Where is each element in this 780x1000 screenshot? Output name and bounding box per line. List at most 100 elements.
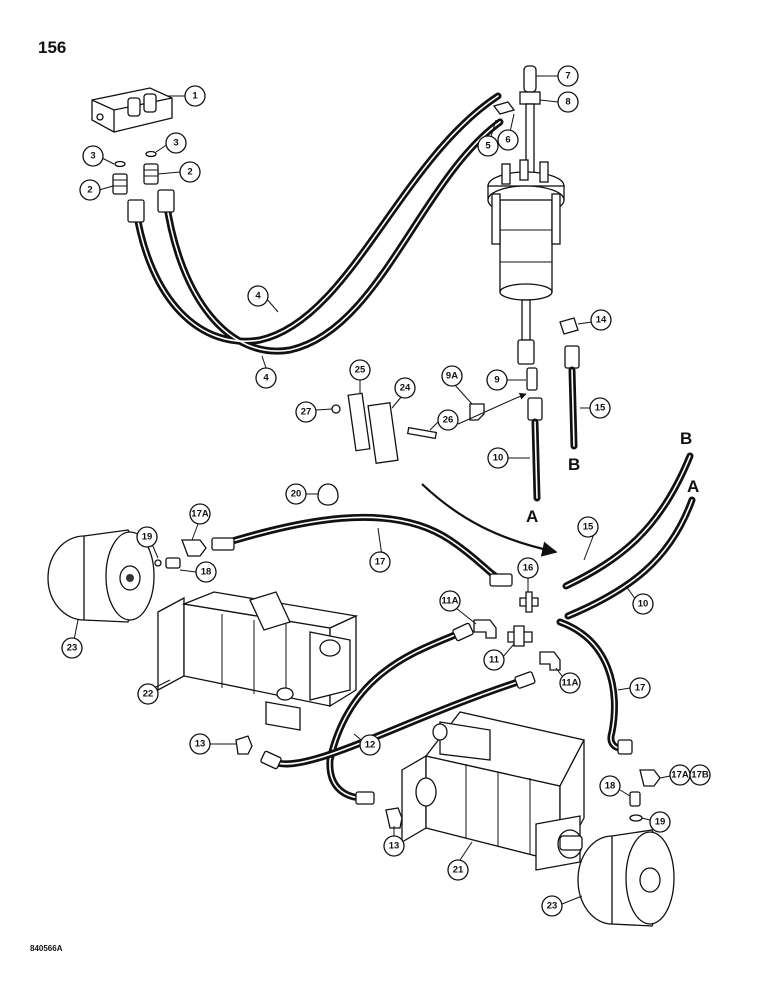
- tee-fitting-11: [507, 625, 533, 647]
- callout-9a: 9A: [441, 365, 473, 405]
- callout-27: 27: [295, 401, 333, 423]
- hose-end-label-a-lower: A: [687, 477, 699, 496]
- callout-7: 7: [536, 65, 579, 87]
- callout-23-right: 23: [541, 895, 583, 917]
- callout-10-lower: 10: [625, 585, 654, 615]
- coupling-housing-23-right: [577, 829, 675, 927]
- svg-text:20: 20: [291, 489, 302, 500]
- hose-15-lower: [562, 452, 694, 590]
- callout-15-upper: 15: [580, 397, 611, 419]
- callout-17a-lower: 17A: [659, 764, 691, 786]
- hose-17-lower: [556, 618, 633, 755]
- hose-end-label-b-lower: B: [680, 429, 692, 448]
- svg-text:2: 2: [87, 185, 92, 196]
- callout-22: 22: [137, 679, 171, 705]
- callout-11a-lower: 11A: [555, 667, 581, 694]
- callout-19-right: 19: [641, 811, 671, 833]
- svg-text:17B: 17B: [691, 770, 709, 781]
- callout-17b: 17B: [689, 764, 711, 786]
- swivel-cylinder: [487, 65, 565, 365]
- svg-text:13: 13: [195, 739, 206, 750]
- svg-text:13: 13: [389, 841, 400, 852]
- svg-text:4: 4: [255, 291, 261, 302]
- svg-text:15: 15: [595, 403, 606, 414]
- fitting-left: [112, 160, 128, 195]
- svg-text:23: 23: [67, 643, 78, 654]
- hose-end-label-b-upper: B: [568, 455, 580, 474]
- fitting-18-right: [629, 791, 643, 822]
- svg-text:23: 23: [547, 901, 558, 912]
- callout-20: 20: [285, 483, 318, 505]
- elbow-13-lower: [385, 807, 403, 829]
- elbow-17a-lower: [639, 769, 661, 787]
- hose-clamp-20: [317, 483, 339, 506]
- callout-13-lower: 13: [383, 826, 405, 857]
- elbow-9a: [469, 403, 485, 421]
- svg-text:12: 12: [365, 740, 376, 751]
- svg-text:14: 14: [596, 315, 607, 326]
- hose-10-upper: [527, 397, 543, 502]
- fitting-9: [526, 367, 538, 391]
- svg-text:1: 1: [192, 91, 198, 102]
- callout-18-right: 18: [599, 775, 631, 797]
- svg-text:8: 8: [565, 97, 570, 108]
- callout-10-upper: 10: [487, 447, 530, 469]
- svg-text:7: 7: [565, 71, 570, 82]
- svg-text:3: 3: [173, 138, 178, 149]
- callout-23-left: 23: [61, 619, 83, 659]
- svg-text:26: 26: [443, 415, 454, 426]
- callout-26: 26: [429, 409, 459, 431]
- svg-text:18: 18: [605, 781, 616, 792]
- callout-3-right: 3: [155, 132, 187, 154]
- tee-fitting-16: [519, 591, 539, 613]
- pump-22: [157, 591, 359, 731]
- svg-text:24: 24: [400, 383, 411, 394]
- callout-4-lower: 4: [255, 355, 277, 389]
- callout-8: 8: [539, 91, 579, 113]
- callout-9: 9: [486, 369, 526, 391]
- callout-17a-upper: 17A: [189, 503, 211, 541]
- callout-18-left: 18: [179, 561, 217, 583]
- callout-16: 16: [517, 557, 539, 592]
- svg-text:17A: 17A: [671, 770, 689, 781]
- figure-code: 840566A: [30, 944, 63, 953]
- hose-10-lower: [564, 496, 696, 620]
- callout-5: 5: [477, 119, 499, 157]
- callout-11: 11: [483, 643, 515, 671]
- svg-text:3: 3: [90, 151, 95, 162]
- callout-14: 14: [577, 309, 612, 331]
- callout-15-lower: 15: [577, 516, 599, 561]
- callout-1: 1: [168, 85, 206, 107]
- elbow-11a-upper: [473, 619, 497, 639]
- svg-text:17: 17: [375, 557, 386, 568]
- callout-6: 6: [497, 113, 519, 151]
- callout-3-left: 3: [82, 145, 115, 167]
- elbow-13-upper: [235, 735, 253, 755]
- elbow-11a-lower: [539, 651, 561, 671]
- elbow-14: [559, 317, 579, 335]
- svg-text:17A: 17A: [191, 509, 209, 520]
- pump-21: [401, 711, 585, 871]
- hose-end-label-a-upper: A: [526, 507, 538, 526]
- mounting-bracket: [331, 392, 438, 464]
- page-number: 156: [38, 38, 67, 57]
- elbow-17a-upper: [181, 539, 207, 557]
- callout-12: 12: [353, 733, 381, 756]
- svg-text:19: 19: [655, 817, 666, 828]
- svg-text:19: 19: [142, 532, 153, 543]
- svg-text:11: 11: [489, 655, 500, 666]
- svg-text:10: 10: [493, 453, 504, 464]
- callout-24: 24: [391, 377, 416, 409]
- callout-11a-upper: 11A: [439, 590, 477, 625]
- svg-text:10: 10: [638, 599, 649, 610]
- svg-text:25: 25: [355, 365, 366, 376]
- svg-text:22: 22: [143, 689, 154, 700]
- svg-text:9A: 9A: [446, 371, 458, 382]
- callout-17-upper: 17: [369, 527, 391, 573]
- svg-text:9: 9: [494, 375, 499, 386]
- hose-17-upper: [211, 513, 513, 587]
- callout-25: 25: [349, 359, 371, 394]
- callout-17-lower: 17: [617, 677, 651, 699]
- coupling-housing-23-left: [47, 529, 155, 623]
